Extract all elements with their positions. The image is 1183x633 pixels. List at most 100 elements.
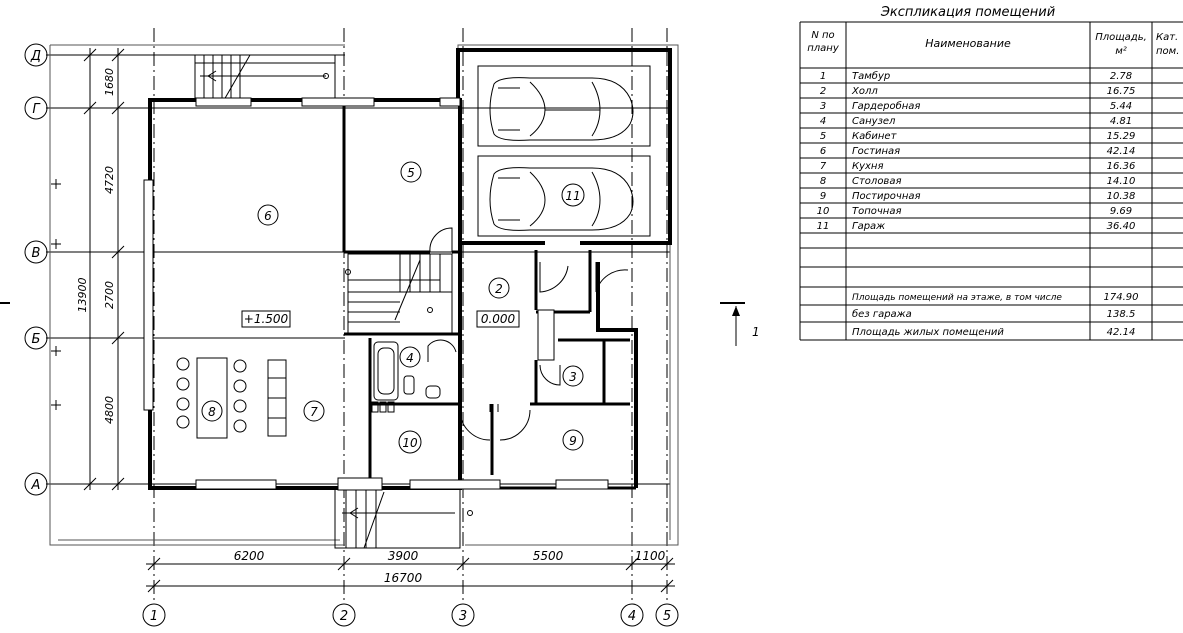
room-marker-11: 11 <box>561 183 585 207</box>
level-living: +1.500 <box>244 312 289 326</box>
dim-2700: 2700 <box>103 281 116 309</box>
dining-chairs <box>176 357 247 433</box>
section-marker: 1 <box>0 302 760 346</box>
axis-bubble-1: 1 <box>142 603 166 627</box>
svg-text:Кабинет: Кабинет <box>852 130 898 142</box>
axis-label-v: В <box>32 246 41 261</box>
svg-text:3: 3 <box>820 101 826 112</box>
svg-text:7: 7 <box>310 405 318 419</box>
svg-text:Кухня: Кухня <box>852 161 884 172</box>
svg-text:4: 4 <box>820 116 826 127</box>
svg-text:11: 11 <box>817 221 830 232</box>
svg-text:Тамбур: Тамбур <box>852 70 890 82</box>
windows <box>143 97 609 491</box>
svg-text:14.10: 14.10 <box>1107 176 1136 187</box>
dim-6200: 6200 <box>234 549 265 563</box>
inner-stairs <box>345 253 453 335</box>
svg-text:Площадь помещений на этаже, в: Площадь помещений на этаже, в том числе <box>852 293 1062 303</box>
room-explication-table: Экспликация помещений N по плану Наимено… <box>799 5 1183 341</box>
bathtub <box>373 341 399 401</box>
axis-label-a: А <box>31 478 41 493</box>
svg-text:без гаража: без гаража <box>852 308 912 320</box>
svg-text:16.36: 16.36 <box>1107 161 1136 172</box>
svg-text:42.14: 42.14 <box>1107 327 1136 338</box>
terrace-outline <box>49 44 679 546</box>
dim-1100: 1100 <box>635 549 666 563</box>
grid-axes: Д Г В Б А 1 2 3 4 5 <box>24 28 679 627</box>
axis-bubble-b: Б <box>24 326 48 350</box>
table-row: 3 Гардеробная 5.44 <box>820 100 1132 112</box>
header-area-a: Площадь, <box>1095 32 1147 43</box>
svg-text:Столовая: Столовая <box>852 176 901 187</box>
axis-bubble-a: А <box>24 472 48 496</box>
svg-text:Санузел: Санузел <box>852 116 896 127</box>
svg-text:1: 1 <box>820 71 826 82</box>
room-marker-10: 10 <box>398 430 422 454</box>
room-marker-2: 2 <box>488 277 510 299</box>
svg-text:8: 8 <box>820 176 826 187</box>
garage-bay-2 <box>477 155 651 237</box>
top-stairs <box>194 54 336 101</box>
table-summary-row: без гаража 138.5 <box>852 308 1135 320</box>
dining-table <box>196 357 287 439</box>
table-row: 5 Кабинет 15.29 <box>820 130 1136 142</box>
svg-text:5.44: 5.44 <box>1110 101 1132 112</box>
sink <box>425 385 441 399</box>
table-summary-row: Площадь помещений на этаже, в том числе 1… <box>852 292 1139 303</box>
header-name: Наименование <box>925 37 1011 50</box>
level-box-living <box>241 310 291 328</box>
header-num-a: N по <box>811 30 834 41</box>
svg-text:2: 2 <box>495 282 503 296</box>
room-marker-4: 4 <box>399 346 421 368</box>
dim-1680: 1680 <box>103 68 116 96</box>
svg-text:Постирочная: Постирочная <box>852 191 921 202</box>
svg-text:42.14: 42.14 <box>1107 146 1136 157</box>
room-marker-6: 6 <box>257 204 279 226</box>
axis-bubble-d: Д <box>24 43 48 67</box>
axis-bubble-5: 5 <box>655 603 679 627</box>
level-marks: +1.500 0.000 <box>241 310 520 328</box>
room-marker-7: 7 <box>303 400 325 422</box>
svg-text:15.29: 15.29 <box>1107 131 1136 142</box>
svg-text:16.75: 16.75 <box>1107 86 1136 97</box>
svg-text:36.40: 36.40 <box>1107 221 1136 232</box>
svg-text:10: 10 <box>817 206 830 217</box>
car-icon <box>489 167 634 231</box>
bathroom-fixtures <box>371 341 441 413</box>
axis-bubble-4: 4 <box>620 603 644 627</box>
svg-text:Топочная: Топочная <box>852 206 901 217</box>
axis-label-3: 3 <box>459 609 467 624</box>
svg-text:9: 9 <box>820 191 826 202</box>
axis-bubble-g: Г <box>24 96 48 120</box>
room-marker-3 <box>562 365 584 387</box>
axis-label-d: Д <box>30 49 41 64</box>
svg-text:5: 5 <box>820 131 826 142</box>
svg-text:2.78: 2.78 <box>1110 71 1132 82</box>
table-title: Экспликация помещений <box>880 5 1055 20</box>
axis-label-1: 1 <box>150 609 158 624</box>
svg-text:174.90: 174.90 <box>1104 292 1139 303</box>
axis-label-g: Г <box>32 102 41 117</box>
table-row: 8 Столовая 14.10 <box>820 176 1136 187</box>
svg-text:Гардеробная: Гардеробная <box>852 100 920 112</box>
svg-text:138.5: 138.5 <box>1107 309 1136 320</box>
doors <box>427 227 629 441</box>
table-row: 4 Санузел 4.81 <box>820 116 1132 127</box>
svg-text:Холл: Холл <box>851 86 878 97</box>
svg-text:4.81: 4.81 <box>1110 116 1132 127</box>
svg-text:10.38: 10.38 <box>1107 191 1136 202</box>
dim-5500: 5500 <box>533 549 564 563</box>
header-area-b: м² <box>1115 46 1127 57</box>
axis-bubble-3: 3 <box>451 603 475 627</box>
room-marker-8: 8 <box>201 400 223 422</box>
bottom-stairs <box>334 487 473 549</box>
axis-label-5: 5 <box>663 609 671 624</box>
horizontal-dimensions: 6200 3900 5500 1100 16700 <box>146 549 675 593</box>
dim-4800: 4800 <box>103 396 116 424</box>
dim-3900: 3900 <box>388 549 419 563</box>
